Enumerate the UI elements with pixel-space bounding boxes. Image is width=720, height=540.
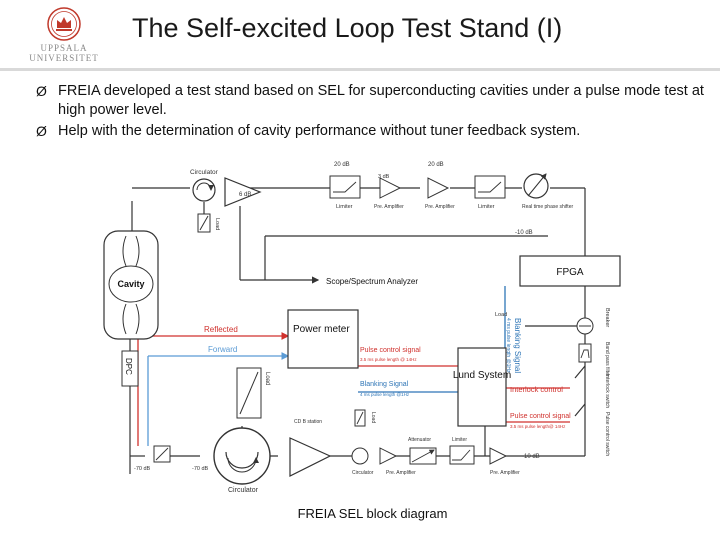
bullet-item: Ø FREIA developed a test stand based on … — [36, 82, 706, 120]
bullet-list: Ø FREIA developed a test stand based on … — [36, 82, 706, 143]
db-70-2-label: -70 dB — [192, 466, 209, 472]
pre-amp-4-label: Pre. Amplifier — [490, 470, 520, 476]
power-meter-box — [287, 309, 359, 369]
db-10-bottom-label: -10 dB — [522, 454, 540, 460]
pre-amp-1-label: Pre. Amplifier — [374, 204, 404, 210]
limiter-1-box — [329, 175, 361, 199]
pulse-control-switch-label: Pulse control switch — [604, 412, 610, 456]
sel-block-diagram: Circulator Load 6 dB 20 dB Limiter 3 dB … — [90, 156, 635, 496]
bullet-arrow-icon: Ø — [36, 83, 47, 99]
breaker-label: Breaker — [604, 308, 610, 327]
limiter-2-label: Limiter — [478, 204, 495, 210]
dpc-label: DPC — [124, 358, 133, 375]
pulse-ctrl-2-label: Pulse control signal — [510, 413, 571, 420]
limiter-2-box — [474, 175, 506, 199]
university-logo: UPPSALA UNIVERSITET — [8, 6, 120, 63]
limiter-3-box — [449, 445, 475, 465]
dpc-box — [121, 350, 139, 387]
amplifier-6db-triangle — [224, 177, 262, 207]
block-diagram-svg: Circulator Load 6 dB 20 dB Limiter 3 dB … — [103, 162, 621, 494]
power-meter-label: Power meter — [293, 324, 350, 335]
interlock-label: Interlock control — [510, 385, 563, 394]
lund-system-label: Lund System — [453, 370, 511, 381]
load-top-label: Load — [214, 218, 220, 230]
slide-title: The Self-excited Loop Test Stand (I) — [132, 13, 563, 43]
limiter-1-label: Limiter — [336, 204, 353, 210]
blanking-vertical-label: Blanking Signal — [513, 318, 522, 373]
bandpass-filter-box — [578, 343, 592, 363]
load-bottom-label: Load — [370, 412, 376, 423]
bandpass-filter-label: Band pass filter — [604, 342, 610, 377]
circulator-top — [192, 178, 216, 202]
pulse-ctrl-1-label: Pulse control signal — [360, 347, 421, 354]
pulse-ctrl-2-sub: 3.5 ms pulse length@ 14Hz — [510, 424, 566, 429]
db-3-label: 3 dB — [378, 174, 390, 180]
blanking-horizontal-label: Blanking Signal — [360, 381, 409, 388]
attenuator-label: Attenuator — [408, 437, 431, 443]
blanking-vertical-sub: 4 ms pulse length @1Hz — [505, 318, 511, 373]
phase-shifter-label: Real time phase shifter — [522, 204, 573, 210]
pre-amp-2-triangle — [427, 177, 450, 199]
circulator-top-label: Circulator — [190, 169, 219, 176]
station-label: CD B station — [294, 419, 322, 425]
pre-amp-1-triangle — [379, 177, 402, 199]
logo-line-1: UPPSALA — [40, 43, 88, 53]
amp-20db-2-label: 20 dB — [428, 162, 444, 168]
cavity-label: Cavity — [117, 279, 144, 289]
pre-amp-3-triangle — [379, 447, 398, 465]
lund-system-box — [457, 347, 507, 427]
logo-line-2: UNIVERSITET — [29, 53, 99, 63]
fpga-box — [519, 255, 621, 287]
pre-amp-4-triangle — [489, 447, 508, 465]
db-70-label: -70 dB — [134, 466, 151, 472]
interlock-switch-label: Interlock switch — [604, 374, 610, 408]
bullet-item: Ø Help with the determination of cavity … — [36, 122, 706, 141]
bullet-text: Help with the determination of cavity pe… — [58, 123, 581, 139]
att-10db-label: -10 dB — [515, 230, 533, 236]
load-right-label: Load — [495, 312, 507, 318]
pre-amp-2-label: Pre. Amplifier — [425, 204, 455, 210]
amp-20db-1-label: 20 dB — [334, 162, 350, 168]
amplifier-bottom-triangle — [289, 437, 332, 477]
forward-label: Forward — [208, 345, 237, 354]
circulator-bottom-small — [351, 447, 369, 465]
reflected-label: Reflected — [204, 325, 238, 334]
pulse-ctrl-1-sub: 3.5 ms pulse length @ 14Hz — [360, 357, 417, 362]
circulator-bottom — [213, 427, 271, 485]
slide-header: UPPSALA UNIVERSITET The Self-excited Loo… — [0, 0, 720, 71]
circulator-bottom-small-label: Circulator — [352, 470, 374, 476]
circulator-bottom-label: Circulator — [228, 487, 259, 494]
pre-amp-3-label: Pre. Amplifier — [386, 470, 416, 476]
bullet-text: FREIA developed a test stand based on SE… — [58, 83, 704, 118]
diagram-caption: FREIA SEL block diagram — [297, 506, 448, 521]
blanking-horizontal-sub: 4 ms pulse length @1Hz — [360, 392, 410, 397]
colored-signal-lines — [137, 286, 570, 446]
load-mid-label: Load — [264, 372, 270, 385]
bullet-arrow-icon: Ø — [36, 123, 47, 139]
scope-label: Scope/Spectrum Analyzer — [326, 277, 418, 286]
fpga-label: FPGA — [556, 267, 584, 278]
limiter-3-label: Limiter — [452, 437, 467, 443]
att-6db-label: 6 dB — [239, 192, 251, 198]
uppsala-seal-icon — [47, 7, 81, 41]
